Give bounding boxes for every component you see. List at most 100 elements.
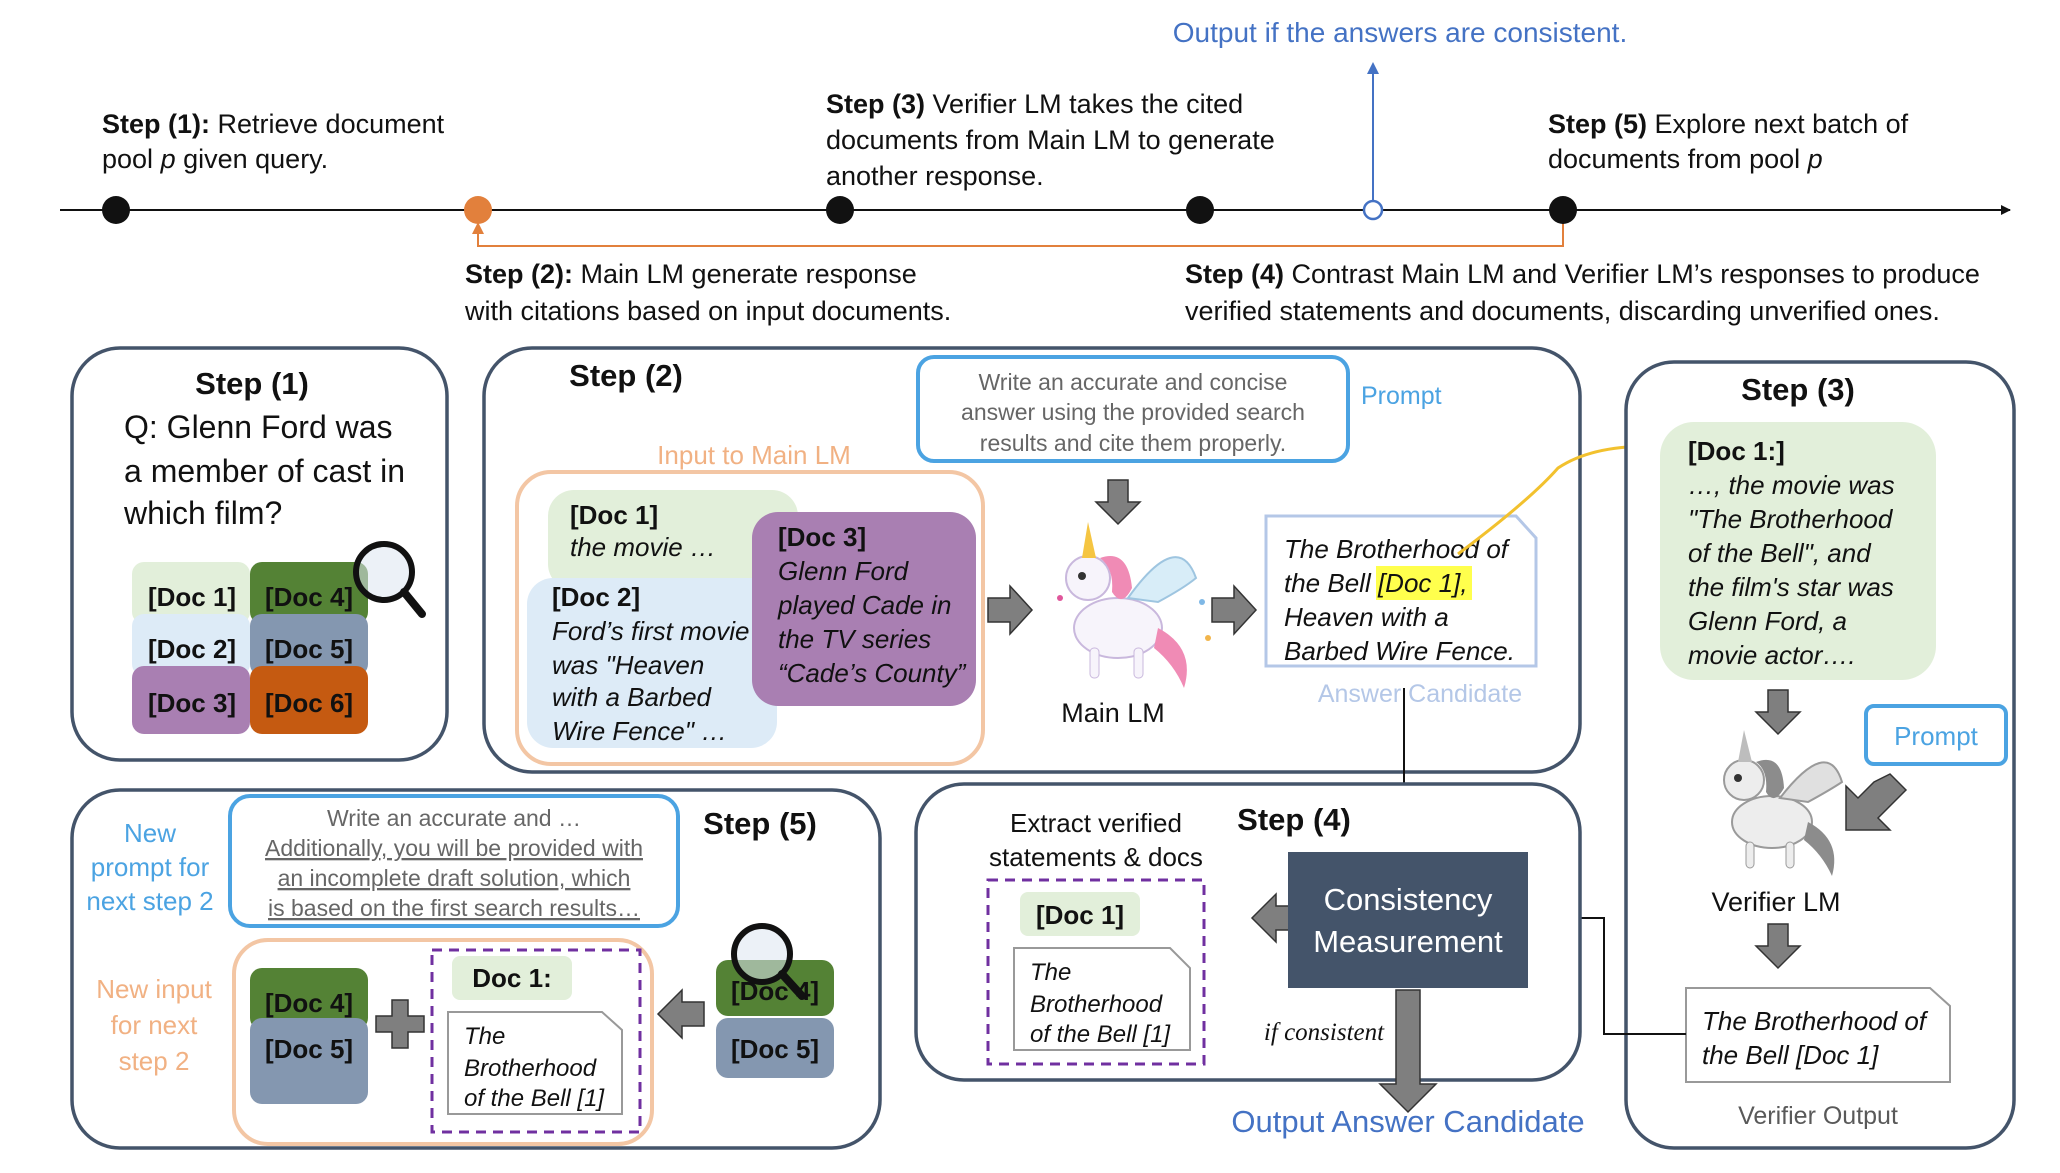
prompt-to-verifier-arrow (1845, 773, 1908, 831)
main-doc2-line4: Wire Fence" … (552, 716, 727, 746)
step4-node (1186, 196, 1214, 224)
draft-statement-line2: Brotherhood (464, 1055, 597, 1082)
panel-step5-title: Step (5) (703, 806, 817, 841)
input-right-arrow (987, 584, 1034, 636)
draft-doc1-label: Doc 1: (472, 963, 551, 993)
draft-statement-line3: of the Bell [1] (464, 1085, 605, 1112)
doc6-chip-label: [Doc 6] (265, 688, 353, 718)
verifier-unicorn-icon (1723, 730, 1844, 876)
verified-doc1-chip (1020, 892, 1140, 936)
answer-line1: The Brotherhood of (1284, 534, 1511, 564)
verifier-doc1-line1: …, the movie was (1688, 470, 1895, 500)
doc1-chip (132, 562, 250, 624)
consistency-box (1288, 852, 1528, 988)
timeline-step5-line2: documents from pool p (1548, 144, 1823, 174)
new-input-doc4-label: [Doc 4] (265, 988, 353, 1018)
output-if-consistent-label: Output if the answers are consistent. (1173, 17, 1627, 48)
main-doc1-text: the movie … (570, 532, 716, 562)
timeline-step3-line3: another response. (826, 161, 1044, 191)
main-doc2-line2: was "Heaven (552, 650, 704, 680)
new-input-doc5-label: [Doc 5] (265, 1034, 353, 1064)
verifier-doc1-line2: "The Brotherhood (1688, 504, 1894, 534)
answer-line4: Barbed Wire Fence. (1284, 636, 1515, 666)
doc5-chip (250, 614, 368, 676)
panel-step5: Step (5) New prompt for next step 2 Writ… (70, 788, 882, 1150)
verifier-doc1-line4: the film's star was (1688, 572, 1894, 602)
panel-step2-title: Step (2) (569, 358, 683, 393)
doc1-chip-label: [Doc 1] (148, 582, 236, 612)
new-prompt-label-line2: prompt for (91, 852, 210, 882)
main-doc2-line1: Ford’s first movie (552, 616, 749, 646)
new-input-label-line1: New input (96, 974, 212, 1004)
main-doc3-card (752, 512, 976, 706)
main-doc3-line3: the TV series (778, 624, 931, 654)
doc-to-verifier-arrow (1754, 689, 1802, 736)
step3-node (826, 196, 854, 224)
new-input-doc5 (250, 1018, 368, 1104)
new-prompt-label-line3: next step 2 (86, 886, 213, 916)
draft-doc1-chip (452, 956, 572, 1000)
question-line3: which film? (123, 495, 282, 531)
main-lm-label: Main LM (1061, 698, 1165, 728)
next-docs-arrow (656, 988, 705, 1040)
timeline-step3-line1: Step (3) Verifier LM takes the cited (826, 89, 1243, 119)
verified-statement-line2: Brotherhood (1030, 991, 1163, 1018)
prompt-line2: answer using the provided search (961, 399, 1305, 425)
doc3-chip (132, 666, 250, 734)
verifier-doc1-title: [Doc 1:] (1688, 436, 1785, 466)
prompt-label: Prompt (1361, 382, 1442, 410)
timeline-step5-line1: Step (5) Explore next batch of (1548, 109, 1909, 139)
citation-highlight (1376, 566, 1472, 600)
verifier-prompt-label: Prompt (1894, 721, 1979, 751)
next-doc5-chip (716, 1018, 834, 1078)
main-doc1-card (548, 490, 798, 590)
new-input-doc4 (250, 968, 368, 1030)
plus-icon (375, 999, 425, 1049)
extract-label-line1: Extract verified (1010, 808, 1182, 838)
new-prompt-line4: is based on the first search results… (268, 895, 640, 921)
verifier-to-output-arrow (1754, 923, 1802, 970)
verifier-doc1-line5: Glenn Ford, a (1688, 606, 1847, 636)
panel-step3: Step (3) [Doc 1:] …, the movie was "The … (1624, 360, 2016, 1150)
verified-docs-box (986, 878, 1206, 1066)
panel-step2: Step (2) Write an accurate and concise a… (482, 346, 1686, 774)
verifier-prompt-box (1864, 704, 2008, 766)
doc4-chip-label: [Doc 4] (265, 582, 353, 612)
input-label: Input to Main LM (657, 440, 851, 470)
prompt-line1: Write an accurate and concise (979, 369, 1288, 395)
answer-line3: Heaven with a (1284, 602, 1449, 632)
draft-statement-doc (447, 1011, 623, 1115)
verifier-doc1-line3: of the Bell", and (1688, 538, 1872, 568)
prompt-box (916, 355, 1350, 463)
main-doc3-line2: played Cade in (777, 590, 951, 620)
consistency-line2: Measurement (1313, 924, 1503, 959)
new-prompt-line2: Additionally, you will be provided with (265, 835, 643, 861)
panel-step4: Step (4) Extract verified statements & d… (914, 782, 1582, 1114)
verifier-output-line2: the Bell [Doc 1] (1702, 1040, 1879, 1070)
verifier-output-label: Verifier Output (1738, 1102, 1898, 1130)
output-right-arrow (1211, 584, 1258, 636)
extract-label-line2: statements & docs (989, 842, 1203, 872)
output-node (1362, 199, 1384, 221)
main-doc2-card (527, 578, 777, 748)
verified-statement-line3: of the Bell [1] (1030, 1021, 1171, 1048)
main-doc1-title: [Doc 1] (570, 500, 658, 530)
verifier-output-line1: The Brotherhood of (1702, 1006, 1929, 1036)
doc4-chip (250, 562, 368, 624)
panel-step1-title: Step (1) (195, 366, 309, 401)
prompt-line3: results and cite them properly. (980, 430, 1286, 456)
main-doc3-line4: “Cade’s County” (778, 658, 967, 688)
output-down-arrow (1378, 989, 1438, 1114)
panel-step1: Step (1) Q: Glenn Ford was a member of c… (70, 346, 449, 762)
doc2-chip (132, 614, 250, 676)
new-input-label-line2: for next (111, 1010, 198, 1040)
panel-step3-title: Step (3) (1741, 372, 1855, 407)
if-consistent-label: if consistent (1264, 1019, 1385, 1046)
timeline-step3-line2: documents from Main LM to generate (826, 125, 1275, 155)
draft-doc-box (430, 948, 642, 1134)
new-prompt-box (228, 794, 680, 928)
step2-node (464, 196, 492, 224)
timeline-step1-line2: pool p given query. (102, 144, 328, 174)
timeline-step4-line1: Step (4) Contrast Main LM and Verifier L… (1185, 259, 1980, 289)
